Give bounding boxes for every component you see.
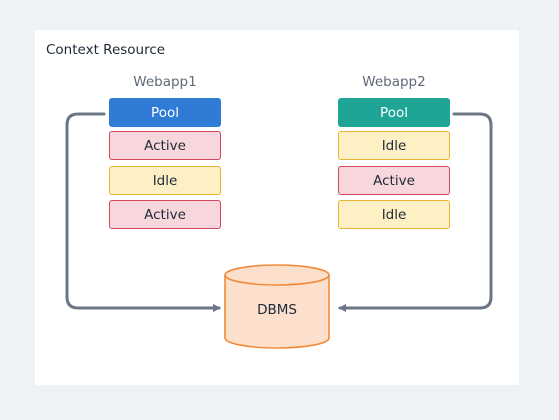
webapp2-idle-connection-1: Idle [338, 131, 450, 160]
webapp1-pool-box: Pool [109, 98, 221, 127]
webapp1-idle-connection: Idle [109, 166, 221, 195]
webapp2-pool-box: Pool [338, 98, 450, 127]
webapp2-idle-connection-2: Idle [338, 200, 450, 229]
webapp2-to-dbms-connector [338, 112, 493, 312]
webapp1-to-dbms-connector [65, 112, 221, 312]
webapp2-label: Webapp2 [362, 74, 426, 90]
webapp1-active-connection-2: Active [109, 200, 221, 229]
panel-title: Context Resource [46, 42, 166, 58]
webapp1-label: Webapp1 [133, 74, 197, 90]
webapp2-active-connection: Active [338, 166, 450, 195]
webapp1-active-connection-1: Active [109, 131, 221, 160]
dbms-label: DBMS [257, 302, 297, 318]
dbms-cylinder-icon [224, 264, 330, 349]
